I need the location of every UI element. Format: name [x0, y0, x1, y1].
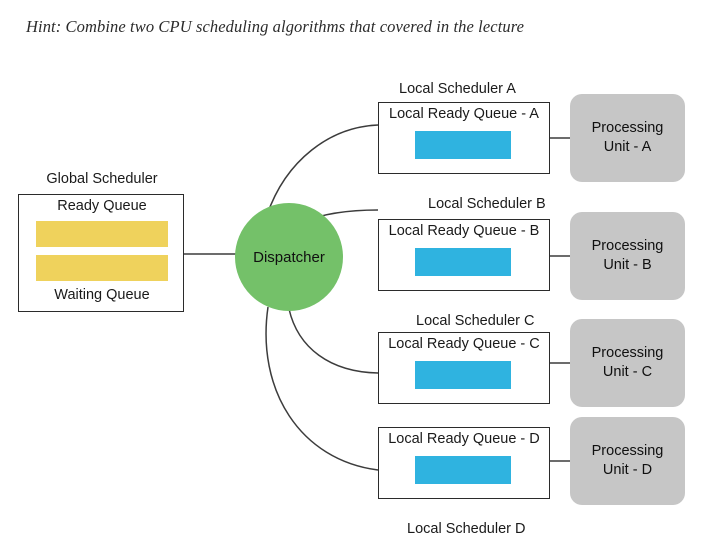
processing-unit-d-line1: Processing: [591, 443, 664, 460]
waiting-queue-label: Waiting Queue: [54, 287, 150, 303]
ready-queue-label: Ready Queue: [57, 198, 147, 214]
global-scheduler-box: Ready Queue Waiting Queue: [18, 194, 184, 312]
local-scheduler-c-box: Local Ready Queue - C: [378, 332, 550, 404]
local-ready-queue-b-label: Local Ready Queue - B: [388, 223, 540, 239]
ready-queue-bar: [36, 221, 168, 247]
local-scheduler-b-box: Local Ready Queue - B: [378, 219, 550, 291]
processing-unit-b: Processing Unit - B: [570, 212, 685, 300]
processing-unit-c-line2: Unit - C: [602, 364, 653, 380]
local-ready-queue-d-label: Local Ready Queue - D: [388, 431, 540, 447]
global-scheduler-title: Global Scheduler: [46, 171, 158, 187]
local-scheduler-d-box: Local Ready Queue - D: [378, 427, 550, 499]
local-scheduler-a-box: Local Ready Queue - A: [378, 102, 550, 174]
wire-dispatcher-to-ls-a: [266, 124, 379, 216]
processing-unit-c: Processing Unit - C: [570, 319, 685, 407]
dispatcher-label: Dispatcher: [253, 248, 325, 266]
processing-unit-c-line1: Processing: [591, 345, 664, 362]
dispatcher-node: Dispatcher: [235, 203, 343, 311]
local-scheduler-a-title: Local Scheduler A: [396, 81, 519, 97]
processing-unit-d-line2: Unit - D: [602, 462, 653, 478]
waiting-queue-bar: [36, 255, 168, 281]
processing-unit-a-line2: Unit - A: [603, 139, 652, 155]
local-ready-queue-c-label: Local Ready Queue - C: [388, 336, 540, 352]
local-scheduler-b-title: Local Scheduler B: [425, 196, 549, 212]
hint-text: Hint: Combine two CPU scheduling algorit…: [26, 17, 525, 36]
local-ready-queue-b-bar: [415, 248, 511, 276]
local-ready-queue-a-bar: [415, 131, 511, 159]
local-ready-queue-c-bar: [415, 361, 511, 389]
local-ready-queue-a-label: Local Ready Queue - A: [389, 106, 539, 122]
processing-unit-a-line1: Processing: [591, 120, 664, 137]
processing-unit-b-line1: Processing: [591, 238, 664, 255]
processing-unit-a: Processing Unit - A: [570, 94, 685, 182]
local-scheduler-c-title: Local Scheduler C: [413, 313, 538, 329]
processing-unit-b-line2: Unit - B: [603, 257, 652, 273]
local-scheduler-d-title: Local Scheduler D: [404, 521, 529, 537]
wire-dispatcher-to-ls-d: [265, 306, 379, 471]
local-ready-queue-d-bar: [415, 456, 511, 484]
wire-dispatcher-to-ls-c: [288, 308, 379, 374]
processing-unit-d: Processing Unit - D: [570, 417, 685, 505]
